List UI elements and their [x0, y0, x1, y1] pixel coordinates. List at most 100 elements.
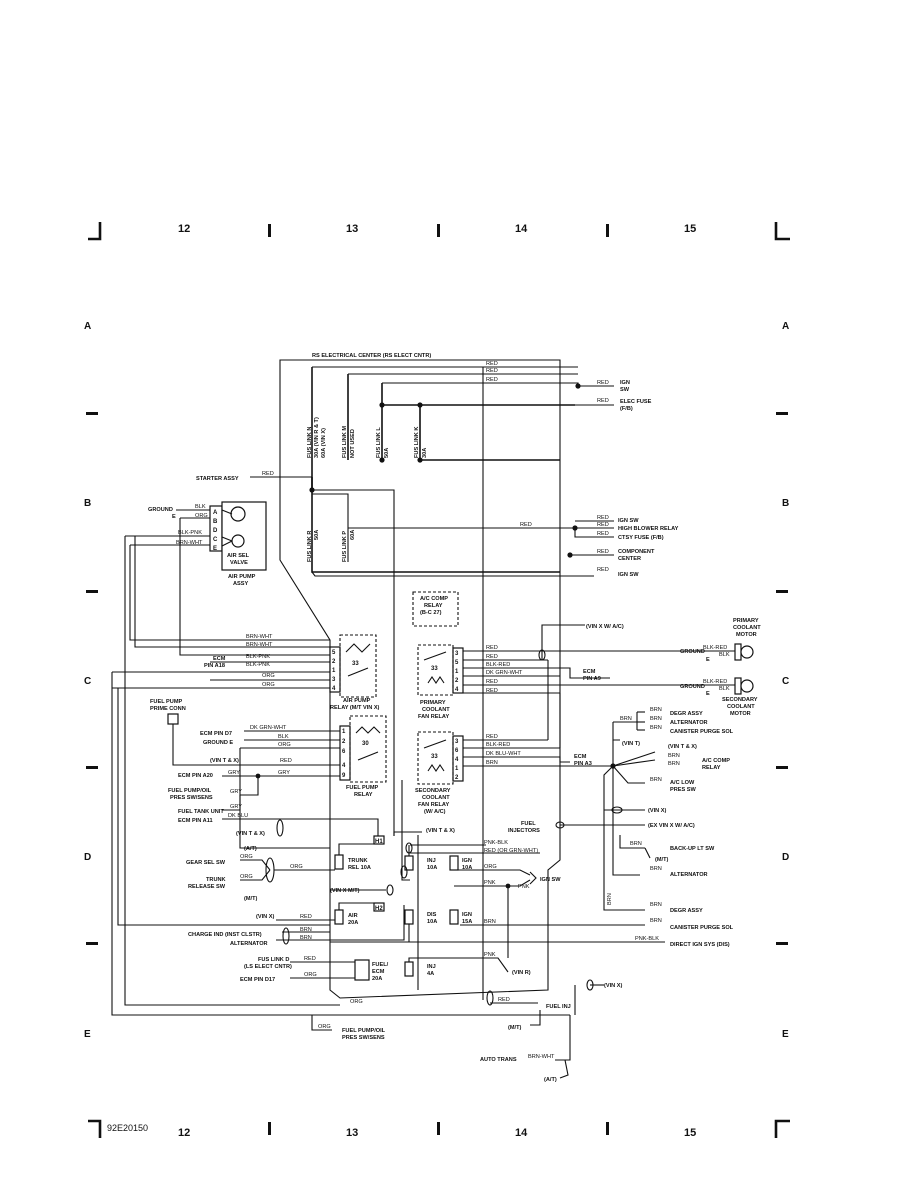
sfr-mark: 33 [431, 754, 438, 760]
wire-red-high-blower: RED [597, 522, 609, 528]
ecm-a3-label-2: PIN A3 [574, 761, 592, 767]
ac-comp-relay-right: A/C COMP [702, 758, 730, 764]
primary-motor-ground: GROUND [680, 649, 705, 655]
fus-link-d-label: FUS LINK D [258, 957, 289, 963]
vin-x-mt-label: (VIN X M/T) [330, 888, 360, 894]
fuel-pump-oil3-label: FUEL PUMP/OIL [342, 1028, 386, 1034]
fpr-pin-4: 4 [342, 763, 346, 769]
apr-pin-4: 4 [332, 686, 336, 692]
elec-fuse-2: (F/B) [620, 406, 633, 412]
fuel-pump-oil-label: FUEL PUMP/OIL [168, 788, 212, 794]
degr-assy: DEGR ASSY [670, 711, 703, 717]
fus-link-r-rating: 50A [314, 530, 320, 540]
wire-red-blower: RED [520, 522, 532, 528]
apr-mark: 33 [352, 661, 359, 667]
secondary-fan-label-2: COOLANT [422, 795, 450, 801]
inj-4a-fuse-label: INJ [427, 964, 436, 970]
wire-red-component: RED [597, 549, 609, 555]
ign-sw-2: IGN SW [618, 572, 639, 578]
air-pump-assy-label-2: ASSY [233, 581, 249, 587]
ecm-a20-label: ECM PIN A20 [178, 773, 213, 779]
ac-comp-relay-outline [412, 591, 459, 627]
air-pump-assy: A B D C E AIR SEL VALVE AIR PUMP ASSY GR… [124, 501, 340, 1006]
pfr-pin-1: 1 [455, 669, 459, 675]
ign-15a-fuse-label: IGN [462, 912, 472, 918]
vin-t-x2-label: (VIN T & X) [210, 758, 239, 764]
brn-wire-degr2: BRN [650, 707, 662, 713]
charge-ind-label: CHARGE IND (INST CLSTR) [188, 932, 262, 938]
grid-col-12-top: 12 [178, 223, 190, 235]
fuel-injectors-label-2: INJECTORS [508, 828, 540, 834]
brn-wire-alt: BRN [650, 716, 662, 722]
wire-red-starter: RED [262, 471, 274, 477]
pfr-pin-2: 2 [455, 678, 459, 684]
air-pump-assy-label: AIR PUMP [228, 574, 256, 580]
sfr-pin-4: 4 [455, 757, 459, 763]
air-pump-pin-a: A [213, 510, 218, 516]
primary-motor-wire-blk: BLK [719, 652, 730, 658]
brn-wht-auto-trans: BRN-WHT [528, 1054, 555, 1060]
mt3-label: (M/T) [508, 1025, 521, 1031]
sfr-wire-red: RED [486, 734, 498, 740]
secondary-motor-wire-blk-red: BLK-RED [703, 679, 727, 685]
wire-red-1: RED [486, 361, 498, 367]
secondary-motor-label-3: MOTOR [730, 711, 751, 717]
fuel-pump-relay-label: FUEL PUMP [346, 785, 378, 791]
fus-link-m-rating: NOT USED [350, 429, 356, 458]
gear-sel-wire-org: ORG [240, 854, 253, 860]
wire-red-ign-sw2: RED [597, 567, 609, 573]
ecm-d7-label: ECM PIN D7 [200, 731, 232, 737]
top-right-outputs: RED IGN SW RED ELEC FUSE (F/B) RED RED R… [567, 380, 679, 578]
pfr-wire-red2: RED [486, 654, 498, 660]
brn-wire-ac-comp: BRN [668, 753, 680, 759]
ecm-a3-label: ECM [574, 754, 587, 760]
apr-wire-brn-wht: BRN-WHT [246, 634, 273, 640]
ac-comp-relay-right-2: RELAY [702, 765, 721, 771]
lower-left-switches: (A/T) ORG GEAR SEL SW ORG TRUNK RELEASE … [186, 835, 405, 1041]
grid-col-13-bottom: 13 [346, 1127, 358, 1139]
fuel-pump-oil-label-2: PRES SW/SENS [170, 795, 213, 801]
pnk-ign-wire2: PNK [518, 884, 530, 890]
brn-wire-ac-low: BRN [650, 777, 662, 783]
fpr-wire-gry: GRY [228, 770, 240, 776]
secondary-fan-label: SECONDARY [415, 788, 451, 794]
fus-link-k: FUS LINK K [414, 427, 420, 458]
apr-wire-org2: ORG [262, 682, 275, 688]
fuel-pump-relay-label-2: RELAY [354, 792, 373, 798]
brn-ign-15a-wire: BRN [484, 919, 496, 925]
pfr-wire-blk-red: BLK-RED [486, 662, 510, 668]
ac-comp-relay-box: A/C COMP RELAY (B-C 27) [412, 591, 459, 627]
wire-red-3: RED [486, 377, 498, 383]
apr-wire-blk-pnk2: BLK-PNK [246, 662, 270, 668]
air-pump-wire-blk-pnk: BLK-PNK [178, 530, 202, 536]
fuel-ecm-fuse-icon [354, 959, 370, 981]
trunk-fuse-icon [334, 854, 344, 870]
primary-fan-label: PRIMARY [420, 700, 446, 706]
pfr-pin-5: 5 [455, 660, 459, 666]
sfr-pin-6: 6 [455, 748, 459, 754]
air-pump-ground-pin: E [172, 514, 176, 520]
ctsy-fuse: CTSY FUSE (F/B) [618, 535, 664, 541]
brn-wire-vertical: BRN [607, 893, 613, 905]
fus-link-r: FUS LINK R [307, 531, 313, 562]
fuel-ecm-fuse-rating: 20A [372, 976, 382, 982]
fuel-inj3-label: FUEL INJ [546, 1004, 571, 1010]
at2-label: (A/T) [544, 1077, 557, 1083]
grid-row-d-right: D [782, 852, 789, 863]
brn-wire-canister2: BRN [650, 918, 662, 924]
primary-motor-label-3: MOTOR [736, 632, 757, 638]
air-fuse-wire-red: RED [300, 914, 312, 920]
vin-t-x4-label: (VIN T & X) [426, 828, 455, 834]
component-center-2: CENTER [618, 556, 641, 562]
fus-link-k-rating: 30A [422, 448, 428, 458]
coolant-motors: BLK-RED GROUND E BLK PRIMARY COOLANT MOT… [560, 618, 761, 717]
vin-t-x3-label: (VIN T & X) [236, 831, 265, 837]
ign-15a-fuse-icon [449, 909, 459, 925]
brn-distribution: BRN BRN BRN BRN DEGR ASSY ALTERNATOR CAN… [330, 707, 734, 948]
brn-wire-alt2: BRN [650, 866, 662, 872]
ign-sw: IGN SW [618, 518, 639, 524]
primary-fan-relay-body [417, 644, 454, 696]
ign-sw-top: IGN [620, 380, 630, 386]
air-pump-relay-label: AIR PUMP [343, 698, 371, 704]
org-fuel-pump-oil-wire: ORG [318, 1024, 331, 1030]
